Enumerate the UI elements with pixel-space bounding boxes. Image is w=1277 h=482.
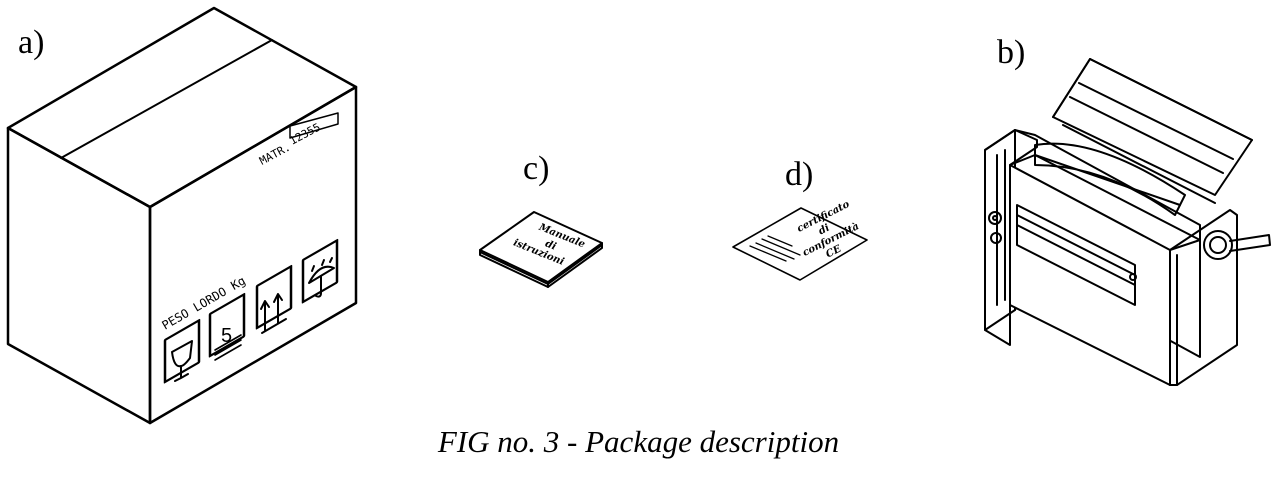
manual-title-line2: di	[544, 239, 558, 253]
fragile-glass-icon	[171, 340, 193, 382]
dough-sheeter-machine-drawing	[984, 58, 1271, 386]
keep-dry-umbrella-icon	[308, 257, 335, 298]
weight-label: PESO LORDO Kg	[160, 274, 248, 333]
ce-certificate-drawing: certificato di conformità CE	[732, 199, 868, 281]
label-d: d)	[785, 156, 814, 193]
matr-value: 12355	[287, 121, 322, 148]
label-b: b)	[997, 34, 1026, 71]
this-way-up-icon	[260, 293, 287, 334]
figure-caption: FIG no. 3 - Package description	[437, 424, 840, 459]
shipping-box-drawing	[6, 6, 358, 425]
label-a: a)	[18, 24, 45, 61]
label-c: c)	[523, 150, 550, 187]
matr-label: MATR.	[257, 141, 292, 168]
stack-limit-value: 5	[221, 325, 232, 347]
box-markings: MATR. 12355 PESO LORDO Kg 5	[160, 121, 335, 382]
certificate-title-line2: di	[817, 222, 832, 237]
instruction-manual-drawing: Manuale di istruzioni	[479, 211, 603, 288]
stack-limit-icon: 5	[214, 325, 242, 361]
